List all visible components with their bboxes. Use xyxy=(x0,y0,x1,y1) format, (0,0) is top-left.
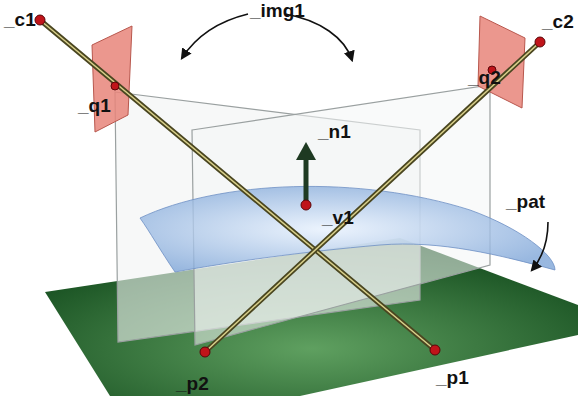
point-label: _p2 xyxy=(176,374,209,393)
point-label: _c2 xyxy=(542,12,574,31)
pointer-arrow xyxy=(532,222,548,270)
point-label: _q2 xyxy=(468,68,501,87)
pointer-arrow xyxy=(182,14,248,58)
surface xyxy=(140,186,555,272)
point-label: _c1 xyxy=(4,10,36,29)
point-label: _n1 xyxy=(318,122,351,141)
point-label: _p1 xyxy=(436,368,469,387)
rays xyxy=(40,20,540,352)
normal-arrow xyxy=(304,158,309,205)
point-label: _v1 xyxy=(322,208,354,227)
point-label: _q1 xyxy=(78,96,111,115)
point-label: _img1 xyxy=(250,1,305,20)
pointer-arrow xyxy=(285,14,352,60)
points xyxy=(35,15,545,357)
normal-arrowhead xyxy=(296,142,316,160)
point-label: _pat xyxy=(506,192,545,211)
